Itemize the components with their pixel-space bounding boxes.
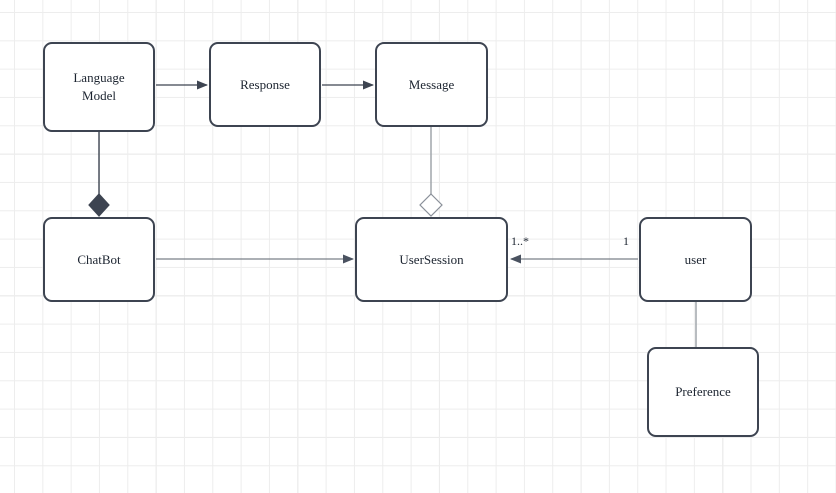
node-usersession[interactable]: UserSession xyxy=(355,217,508,302)
node-response-label: Response xyxy=(240,76,290,92)
composition-diamond-icon xyxy=(88,193,110,217)
multiplicity-label-user-side: 1 xyxy=(623,234,629,248)
node-user-label: user xyxy=(684,251,707,267)
multiplicity-label-usersession-side: 1..* xyxy=(511,234,529,248)
node-preference-label: Preference xyxy=(675,384,731,400)
aggregation-diamond-icon xyxy=(419,193,443,217)
node-message[interactable]: Message xyxy=(375,42,488,127)
edge-language-model-chatbot xyxy=(88,132,110,217)
edge-message-usersession xyxy=(419,127,443,217)
node-message-label: Message xyxy=(408,76,455,92)
node-chatbot[interactable]: ChatBot xyxy=(43,217,155,302)
node-language-model-label: Language Model xyxy=(73,70,125,103)
node-user[interactable]: user xyxy=(639,217,752,302)
node-chatbot-label: ChatBot xyxy=(77,251,121,267)
node-usersession-label: UserSession xyxy=(399,251,464,267)
node-language-model[interactable]: Language Model xyxy=(43,42,155,132)
node-response[interactable]: Response xyxy=(209,42,321,127)
node-preference[interactable]: Preference xyxy=(647,347,759,437)
